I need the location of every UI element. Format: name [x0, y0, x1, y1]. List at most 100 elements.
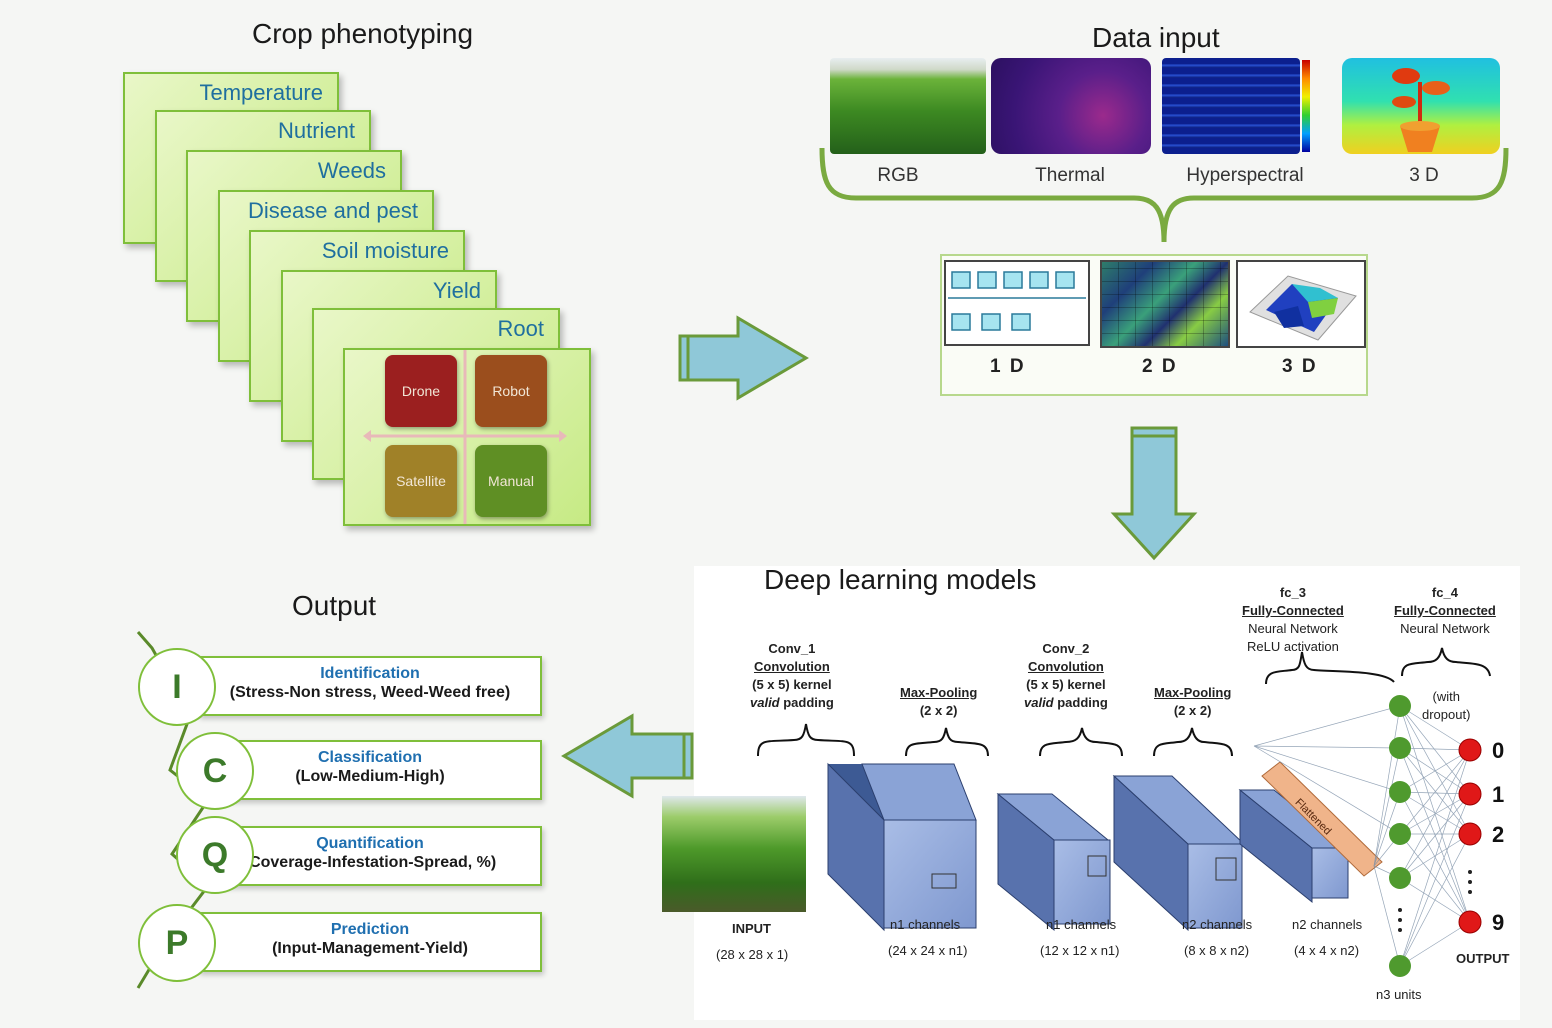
output-ellipsis: [1468, 870, 1472, 894]
layer4-size: (4 x 4 x n2): [1294, 943, 1360, 958]
3d-label: 3 D: [1409, 165, 1439, 186]
drone-tile: Drone: [385, 355, 457, 427]
1d-image: [944, 260, 1090, 346]
conv1-name: Conv_1: [768, 641, 816, 656]
platform-panel: Drone Robot Satellite Manual: [343, 348, 591, 526]
digit-9: 9: [1492, 910, 1505, 935]
pool2-stack: [1238, 788, 1349, 904]
deep-learning-title: Deep learning models: [764, 564, 1037, 595]
pool1-stack: [996, 792, 1111, 932]
conv1-padding-post: padding: [779, 695, 834, 710]
rgb-label: RGB: [877, 165, 919, 186]
hidden-ellipsis: [1398, 908, 1402, 932]
fc3-line2: ReLU activation: [1247, 639, 1339, 654]
conv1-padding-pre: valid: [750, 695, 780, 710]
layer2-size: (12 x 12 x n1): [1040, 943, 1120, 958]
satellite-tile: Satellite: [385, 445, 457, 517]
pool1-size: (2 x 2): [919, 703, 958, 718]
1d-label: 1 D: [990, 356, 1026, 377]
units-label: n3 units: [1376, 987, 1422, 1002]
fc4-name: fc_4: [1431, 585, 1458, 600]
card-label: Disease and pest: [248, 198, 418, 223]
layer3-channels: n2 channels: [1182, 917, 1253, 932]
dropout-note: (with dropout): [1422, 689, 1471, 722]
conv1-kernel: (5 x 5) kernel: [752, 677, 832, 692]
prediction-box: Prediction (Input-Management-Yield): [198, 912, 542, 972]
arrow-down: [1110, 426, 1198, 561]
cross-arrows: [363, 350, 567, 524]
layer3-size: (8 x 8 x n2): [1184, 943, 1250, 958]
identification-title: Identification: [320, 665, 420, 682]
2d-label: 2 D: [1142, 356, 1178, 377]
card-label: Weeds: [317, 158, 386, 183]
hyperspectral-label: Hyperspectral: [1186, 165, 1304, 186]
fc3-type: Fully-Connected: [1242, 603, 1344, 618]
classification-title: Classification: [317, 749, 423, 766]
card-label: Soil moisture: [321, 238, 449, 263]
conv1-type: Convolution: [753, 659, 830, 674]
pool2-name: Max-Pooling: [1154, 685, 1232, 700]
data-input-title: Data input: [1092, 22, 1220, 53]
conv2-stack: [1112, 774, 1246, 932]
conv1-stack: [827, 762, 977, 932]
classification-circle: C: [176, 732, 254, 810]
quantification-desc: (Coverage-Infestation-Spread, %): [243, 854, 497, 871]
3d-surface-icon: [1249, 275, 1357, 341]
quantification-box: Quantification (Coverage-Infestation-Spr…: [198, 826, 542, 886]
digit-2: 2: [1492, 822, 1505, 847]
conv2-type: Convolution: [1027, 659, 1104, 674]
card-label: Root: [497, 316, 544, 341]
identification-circle: I: [138, 648, 216, 726]
arrow-right: [678, 315, 809, 401]
flattened-bar: [1261, 761, 1383, 877]
dimension-panel: 1 D 2 D 3 D: [940, 254, 1368, 396]
fc3-annotation: fc_3 Fully-Connected Neural Network ReLU…: [1242, 584, 1344, 656]
pool1-name: Max-Pooling: [900, 685, 978, 700]
output-title: Output: [292, 590, 377, 621]
layer4-channels: n2 channels: [1292, 917, 1363, 932]
conv2-kernel: (5 x 5) kernel: [1026, 677, 1106, 692]
rgb-image: [830, 58, 986, 154]
arrow-left: [561, 713, 694, 799]
hyperspectral-image: [1162, 58, 1300, 154]
identification-desc: (Stress-Non stress, Weed-Weed free): [229, 684, 511, 701]
manual-tile: Manual: [475, 445, 547, 517]
pool2-annotation: Max-Pooling (2 x 2): [1154, 684, 1231, 720]
2d-heatmap: [1100, 260, 1230, 348]
quantification-title: Quantification: [316, 835, 424, 852]
card-label: Nutrient: [277, 118, 355, 143]
thermal-label: Thermal: [1035, 165, 1105, 186]
hyperspectral-colorbar: [1302, 60, 1310, 152]
output-label: OUTPUT: [1456, 951, 1510, 966]
card-label: Yield: [432, 278, 481, 303]
output-connections: [1399, 705, 1471, 967]
fc3-line1: Neural Network: [1248, 621, 1338, 636]
3d-image: [1236, 260, 1366, 348]
cnn-panel: INPUT (28 x 28 x 1): [662, 566, 1520, 1020]
fc4-line1: Neural Network: [1400, 621, 1490, 636]
classification-desc: (Low-Medium-High): [295, 768, 445, 785]
identification-box: Identification (Stress-Non stress, Weed-…: [198, 656, 542, 716]
conv2-annotation: Conv_2 Convolution (5 x 5) kernel valid …: [1024, 640, 1108, 712]
robot-tile: Robot: [475, 355, 547, 427]
quantification-circle: Q: [176, 816, 254, 894]
prediction-desc: (Input-Management-Yield): [272, 940, 468, 957]
conv2-padding-pre: valid: [1024, 695, 1054, 710]
crop-phenotyping-title: Crop phenotyping: [252, 18, 474, 49]
plant-icon: [1392, 68, 1450, 152]
layer1-size: (24 x 24 x n1): [888, 943, 968, 958]
output-nodes: [1458, 738, 1482, 934]
prediction-title: Prediction: [330, 921, 410, 938]
fc3-name: fc_3: [1279, 585, 1306, 600]
hidden-nodes: [1389, 695, 1411, 977]
layer-braces: [757, 647, 1491, 757]
3d-dim-label: 3 D: [1282, 356, 1318, 377]
conv1-annotation: Conv_1 Convolution (5 x 5) kernel valid …: [750, 640, 834, 712]
card-label: Temperature: [199, 80, 323, 105]
pool1-annotation: Max-Pooling (2 x 2): [900, 684, 977, 720]
pool2-size: (2 x 2): [1173, 703, 1212, 718]
data-input-bracket: [819, 147, 1509, 243]
1d-network-icon: [948, 271, 1086, 331]
digit-0: 0: [1492, 738, 1505, 763]
conv2-padding-post: padding: [1053, 695, 1108, 710]
